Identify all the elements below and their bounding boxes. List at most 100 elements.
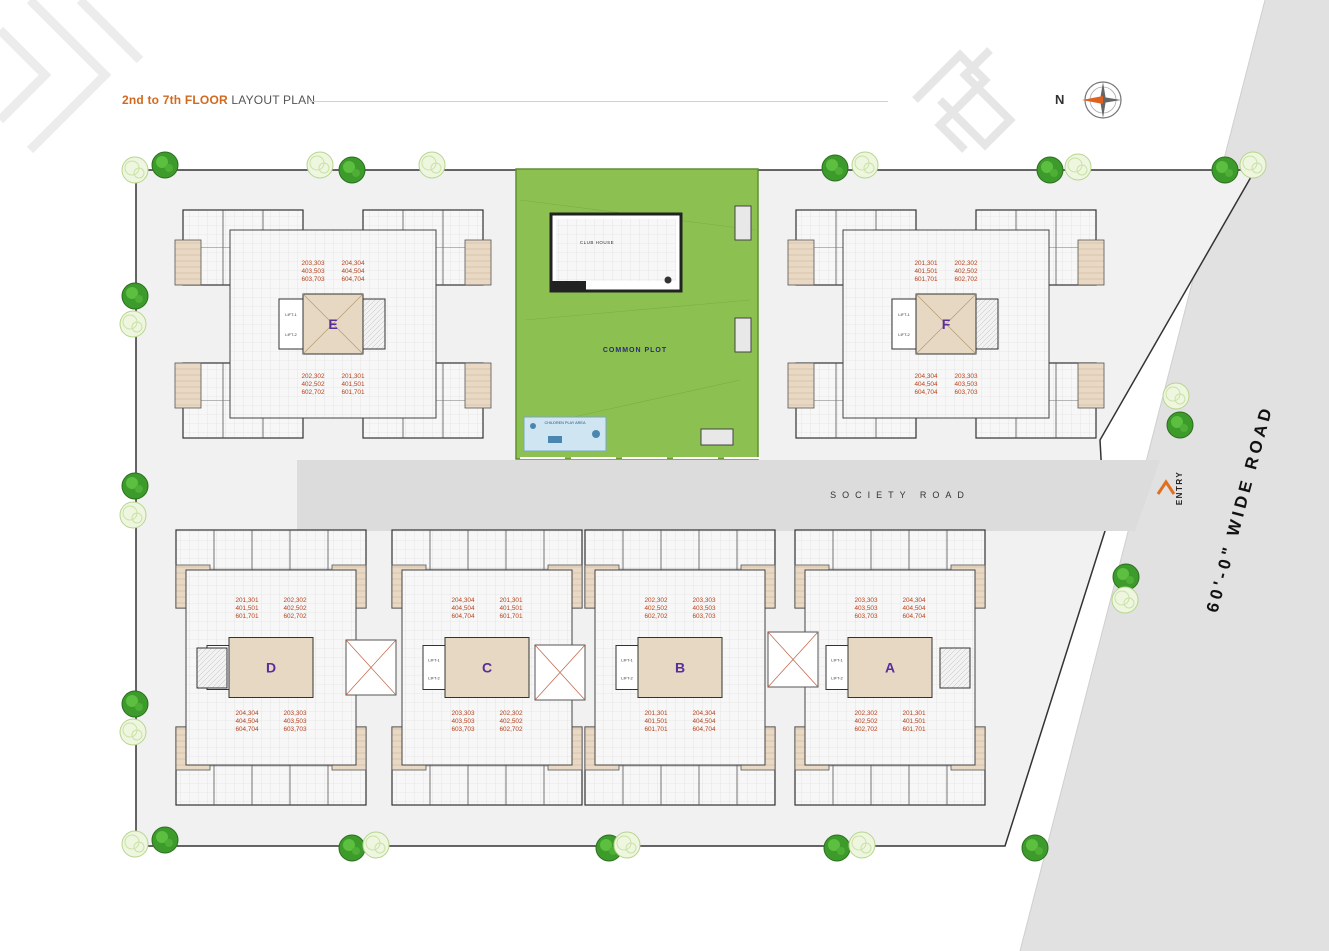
- balcony: [787, 362, 815, 409]
- tree-icon: [821, 154, 849, 182]
- tree-icon: [119, 310, 147, 338]
- north-label: N: [1055, 92, 1065, 107]
- title-floor-range: 2nd to 7th FLOOR: [122, 93, 228, 107]
- entry-label: ENTRY: [1175, 471, 1184, 505]
- tree-icon: [121, 472, 149, 500]
- lift-shaft: [891, 298, 917, 350]
- lift-label: LIFT-2: [621, 676, 633, 681]
- tree-icon: [1162, 382, 1190, 410]
- tree-icon: [1064, 153, 1092, 181]
- lift-shaft: [422, 645, 446, 690]
- lift-label: LIFT-1: [621, 658, 633, 663]
- block-d: LIFT-1LIFT-2D201,301401,501601,701202,30…: [175, 529, 367, 806]
- block-letter: C: [482, 660, 492, 676]
- tree-icon: [121, 156, 149, 184]
- tree-icon: [1021, 834, 1049, 862]
- lift-label: LIFT-1: [831, 658, 843, 663]
- lift-lobby: [444, 637, 530, 698]
- brand-logo-mark: [912, 47, 1016, 153]
- lift-lobby: [228, 637, 314, 698]
- compass-icon: [1082, 81, 1122, 119]
- club-house-label: CLUB HOUSE: [580, 240, 614, 245]
- society-road: [297, 460, 1160, 531]
- balcony: [464, 239, 492, 286]
- tree-icon: [121, 830, 149, 858]
- tree-icon: [306, 151, 334, 179]
- tree-icon: [362, 831, 390, 859]
- tree-icon: [151, 151, 179, 179]
- block-letter: F: [942, 316, 951, 332]
- lift-shaft: [615, 645, 639, 690]
- tree-icon: [1239, 151, 1267, 179]
- block-letter: B: [675, 660, 685, 676]
- tree-icon: [418, 151, 446, 179]
- balcony: [1077, 362, 1105, 409]
- play-area-label: CHILDREN PLAY AREA: [544, 421, 585, 425]
- balcony: [1077, 239, 1105, 286]
- tree-icon: [338, 156, 366, 184]
- tree-icon: [613, 831, 641, 859]
- bench: [734, 205, 752, 241]
- bench: [734, 317, 752, 353]
- tree-icon: [119, 718, 147, 746]
- staircase: [939, 647, 971, 689]
- connecting-void: [345, 639, 397, 696]
- block-letter: D: [266, 660, 276, 676]
- page-title: 2nd to 7th FLOOR LAYOUT PLAN: [122, 93, 315, 107]
- lift-label: LIFT-2: [898, 332, 910, 337]
- tree-icon: [823, 834, 851, 862]
- bench: [700, 428, 734, 446]
- lift-label: LIFT-1: [285, 312, 297, 317]
- staircase: [362, 298, 386, 350]
- connecting-void: [767, 631, 819, 688]
- lift-label: LIFT-1: [898, 312, 910, 317]
- staircase: [975, 298, 999, 350]
- lift-lobby: [847, 637, 933, 698]
- staircase: [196, 647, 228, 689]
- lift-label: LIFT-2: [285, 332, 297, 337]
- tree-icon: [848, 831, 876, 859]
- tree-icon: [1036, 156, 1064, 184]
- tree-icon: [121, 690, 149, 718]
- block-letter: E: [328, 316, 337, 332]
- common-plot-label: COMMON PLOT: [603, 347, 667, 354]
- tree-icon: [1211, 156, 1239, 184]
- title-layout-plan: LAYOUT PLAN: [231, 93, 316, 107]
- tree-icon: [121, 282, 149, 310]
- lift-label: LIFT-1: [428, 658, 440, 663]
- tree-icon: [338, 834, 366, 862]
- tree-icon: [1112, 563, 1140, 591]
- lift-shaft: [278, 298, 304, 350]
- balcony: [174, 362, 202, 409]
- tree-icon: [1166, 411, 1194, 439]
- lift-shaft: [825, 645, 849, 690]
- society-road-label: SOCIETY ROAD: [830, 490, 970, 500]
- lift-label: LIFT-2: [831, 676, 843, 681]
